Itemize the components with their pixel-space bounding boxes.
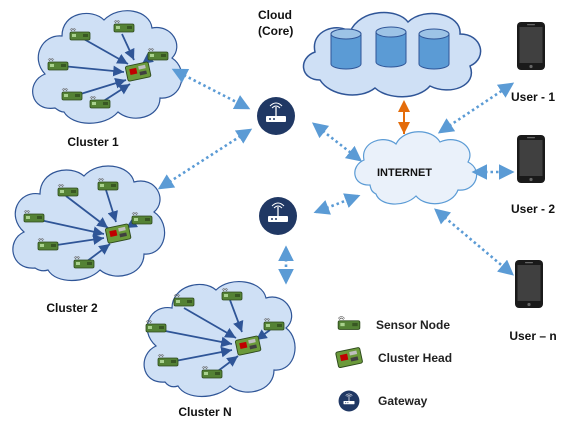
cluster-n-label: Cluster N (178, 405, 232, 419)
cluster-n-links (159, 299, 271, 375)
user-1-label: User - 1 (510, 90, 556, 104)
legend-gateway-icon (338, 390, 360, 412)
user-phone-icon (517, 135, 545, 183)
user-phone-icon (515, 260, 543, 308)
user-2-label: User - 2 (510, 202, 556, 216)
legend-gateway-label: Gateway (378, 394, 428, 408)
user-phone-icon (517, 22, 545, 70)
cloud-core-title: Cloud (Core) (258, 7, 293, 39)
database-icon (375, 26, 407, 68)
legend-sensor-node-label: Sensor Node (376, 318, 451, 332)
internet-cloud (354, 131, 478, 205)
gateway-icon (258, 196, 298, 236)
cluster-2-cloud (12, 165, 166, 281)
legend-cluster-head-icon (334, 346, 364, 368)
user-n-label: User – n (509, 329, 557, 343)
cloud-title-line1: Cloud (258, 8, 292, 22)
database-icon (330, 28, 362, 70)
cluster-2-label: Cluster 2 (46, 301, 98, 315)
gateway-icon (256, 96, 296, 136)
cluster-1-label: Cluster 1 (67, 135, 119, 149)
network-links (157, 68, 515, 285)
internet-label: INTERNET (377, 167, 432, 179)
legend-sensor-node-icon (337, 316, 361, 330)
cluster-2-links (39, 189, 139, 263)
database-icon (418, 28, 450, 70)
cluster-1-links (61, 33, 154, 103)
legend-cluster-head-label: Cluster Head (378, 351, 453, 365)
cloud-title-line2: (Core) (258, 24, 294, 38)
cluster-n-cloud (143, 281, 296, 397)
